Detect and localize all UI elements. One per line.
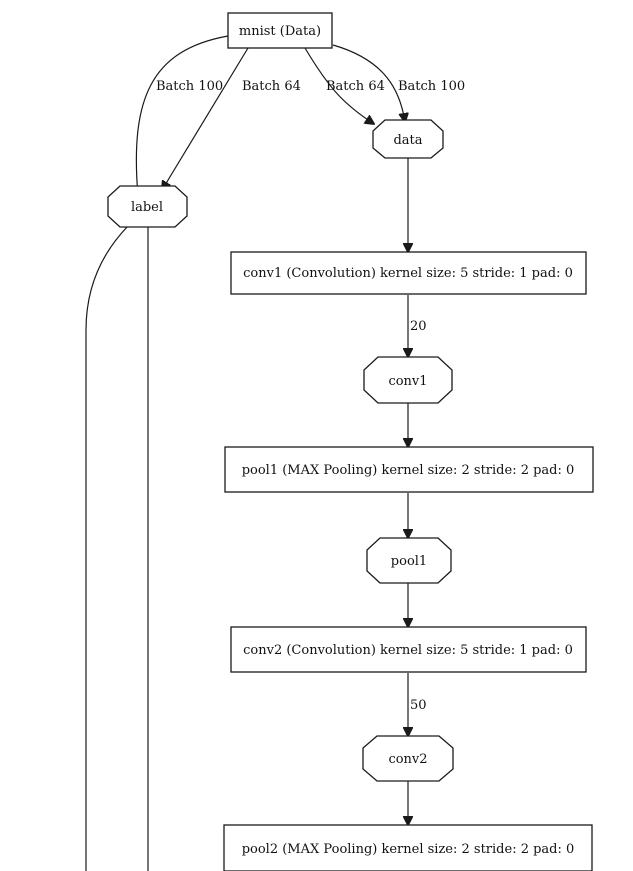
edge-label-mnist-label-batch64: Batch 64 [242, 79, 301, 94]
node-pool2-layer[interactable]: pool2 (MAX Pooling) kernel size: 2 strid… [223, 824, 593, 871]
node-mnist-data-label: mnist (Data) [239, 24, 321, 39]
node-conv2-blob-label: conv2 [388, 752, 427, 767]
node-conv2-blob[interactable]: conv2 [362, 735, 454, 782]
edge-label-mnist-data-batch100: Batch 100 [398, 79, 465, 94]
node-conv1-blob-label: conv1 [388, 374, 427, 389]
edge-label-conv1-out: 20 [410, 319, 427, 334]
edge-mnist-label-batch64 [162, 47, 249, 190]
node-label-label: label [131, 200, 163, 215]
edge-label-mnist-label-batch100: Batch 100 [156, 79, 223, 94]
edge-label-down-left [85, 225, 129, 871]
edge-mnist-data-batch64 [304, 47, 374, 124]
edge-mnist-label-batch100 [136, 35, 229, 196]
edge-label-conv2-out: 50 [410, 698, 427, 713]
node-data-label: data [393, 133, 422, 148]
node-pool1-layer-label: pool1 (MAX Pooling) kernel size: 2 strid… [242, 463, 575, 478]
node-conv1-blob[interactable]: conv1 [363, 356, 453, 404]
edge-mnist-data-batch100 [332, 44, 405, 122]
node-mnist-data[interactable]: mnist (Data) [227, 12, 333, 49]
node-conv1-layer-label: conv1 (Convolution) kernel size: 5 strid… [243, 266, 573, 281]
node-pool1-blob-label: pool1 [391, 554, 427, 569]
node-pool1-layer[interactable]: pool1 (MAX Pooling) kernel size: 2 strid… [224, 446, 594, 493]
node-conv2-layer[interactable]: conv2 (Convolution) kernel size: 5 strid… [230, 626, 587, 673]
node-conv2-layer-label: conv2 (Convolution) kernel size: 5 strid… [243, 643, 573, 658]
node-label[interactable]: label [107, 185, 188, 228]
edge-label-mnist-data-batch64: Batch 64 [326, 79, 385, 94]
node-pool1-blob[interactable]: pool1 [366, 537, 452, 584]
node-pool2-layer-label: pool2 (MAX Pooling) kernel size: 2 strid… [242, 842, 575, 857]
node-conv1-layer[interactable]: conv1 (Convolution) kernel size: 5 strid… [230, 251, 587, 295]
node-data[interactable]: data [372, 119, 444, 159]
